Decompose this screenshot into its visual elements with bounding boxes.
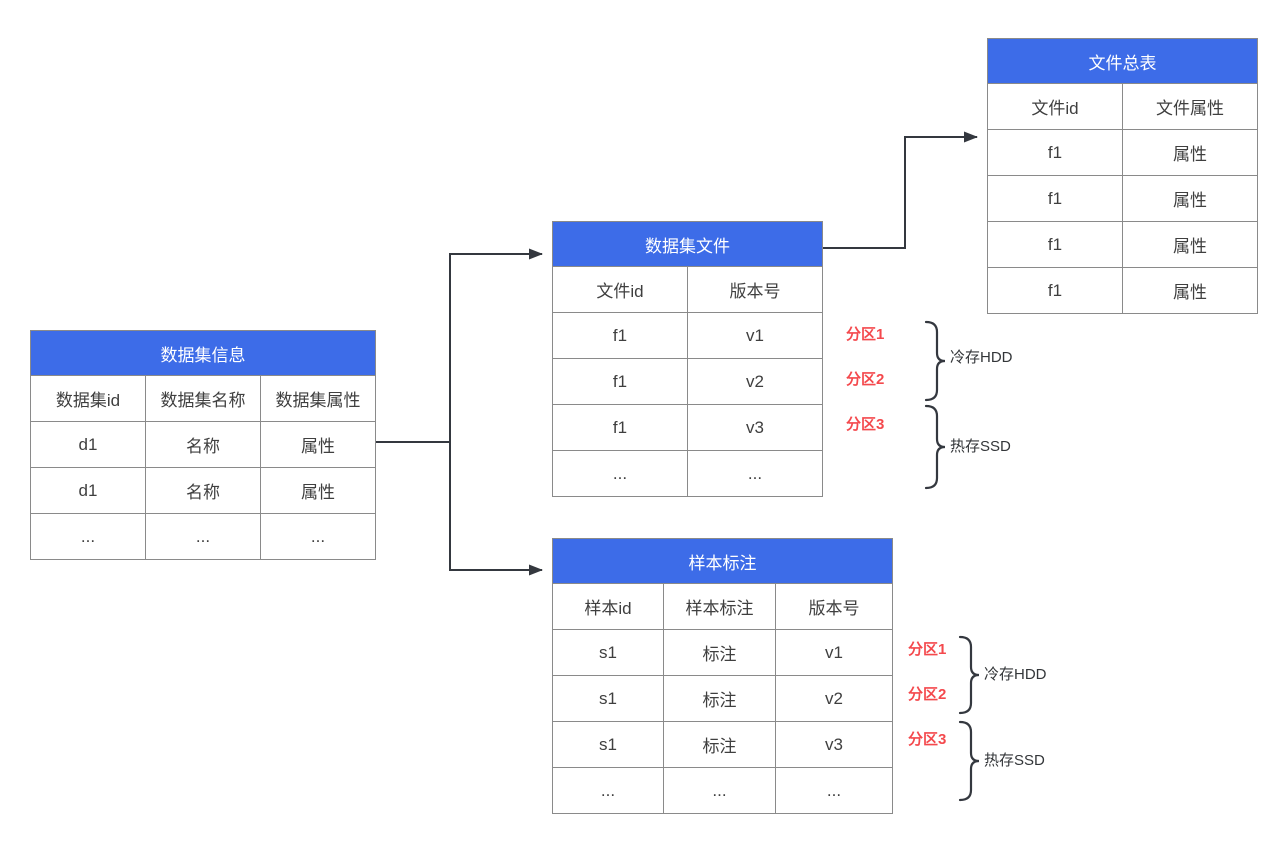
table-row: s1 标注 v3 <box>552 721 893 768</box>
table-row: f1 v2 <box>552 358 823 405</box>
storage-label-files-cold: 冷存HDD <box>950 349 1013 366</box>
table-title: 文件总表 <box>987 38 1258 84</box>
table-cell: 标注 <box>663 721 776 768</box>
table-cell: v2 <box>687 358 823 405</box>
table-row: d1 名称 属性 <box>30 421 377 468</box>
table-cell: 属性 <box>259 421 377 468</box>
table-cell: f1 <box>552 312 688 359</box>
table-cell: ... <box>687 450 823 497</box>
table-title: 数据集信息 <box>29 330 377 376</box>
table-cell: f1 <box>987 129 1123 176</box>
table-cell: 名称 <box>145 421 261 468</box>
table-cell: ... <box>775 767 893 814</box>
table-sample-annotation: 样本标注 样本id 样本标注 版本号 s1 标注 v1 s1 标注 v2 s1 … <box>552 538 893 814</box>
table-file-master: 文件总表 文件id 文件属性 f1 属性 f1 属性 f1 属性 f1 属性 <box>987 38 1258 314</box>
table-title: 数据集文件 <box>552 221 823 267</box>
brace-files-cold <box>924 320 946 402</box>
partition-label-files-2: 分区2 <box>846 371 885 388</box>
table-cell: 标注 <box>663 629 776 676</box>
table-row: ... ... ... <box>552 767 893 814</box>
partition-label-samples-1: 分区1 <box>908 641 947 658</box>
column-header: 版本号 <box>775 583 893 630</box>
table-dataset-info: 数据集信息 数据集id 数据集名称 数据集属性 d1 名称 属性 d1 名称 属… <box>29 330 377 560</box>
table-row: d1 名称 属性 <box>30 467 377 514</box>
storage-label-files-hot: 热存SSD <box>950 438 1011 455</box>
table-row: s1 标注 v1 <box>552 629 893 676</box>
table-cell: ... <box>30 513 146 560</box>
table-cell: f1 <box>987 267 1123 314</box>
table-row: ... ... ... <box>30 513 377 560</box>
table-row: f1 v3 <box>552 404 823 451</box>
brace-samples-cold <box>958 635 980 715</box>
column-header: 数据集属性 <box>259 375 377 422</box>
table-cell: d1 <box>30 421 146 468</box>
table-row: f1 属性 <box>987 221 1258 268</box>
table-cell: f1 <box>987 175 1123 222</box>
table-row: ... ... <box>552 450 823 497</box>
table-cell: s1 <box>552 721 664 768</box>
table-row: f1 属性 <box>987 267 1258 314</box>
table-cell: v1 <box>687 312 823 359</box>
column-header: 样本标注 <box>663 583 776 630</box>
column-header: 样本id <box>552 583 664 630</box>
table-dataset-files: 数据集文件 文件id 版本号 f1 v1 f1 v2 f1 v3 ... ... <box>552 221 823 497</box>
table-title: 样本标注 <box>552 538 893 584</box>
table-cell: f1 <box>552 358 688 405</box>
storage-label-samples-cold: 冷存HDD <box>984 666 1047 683</box>
table-cell: 属性 <box>259 467 377 514</box>
table-cell: s1 <box>552 629 664 676</box>
column-header: 版本号 <box>687 266 823 313</box>
table-cell: 属性 <box>1122 267 1258 314</box>
partition-label-files-1: 分区1 <box>846 326 885 343</box>
table-cell: ... <box>552 767 664 814</box>
table-cell: f1 <box>552 404 688 451</box>
connector-arrow-datasetinfo-to-sampleannotation <box>449 442 543 576</box>
table-cell: d1 <box>30 467 146 514</box>
storage-label-samples-hot: 热存SSD <box>984 752 1045 769</box>
column-header: 数据集id <box>30 375 146 422</box>
partition-label-samples-3: 分区3 <box>908 731 947 748</box>
table-cell: ... <box>663 767 776 814</box>
table-cell: v3 <box>687 404 823 451</box>
table-header-row: 数据集id 数据集名称 数据集属性 <box>30 375 377 422</box>
partition-label-samples-2: 分区2 <box>908 686 947 703</box>
column-header: 文件属性 <box>1122 83 1258 130</box>
table-cell: 名称 <box>145 467 261 514</box>
table-header-row: 文件id 版本号 <box>552 266 823 313</box>
connector-arrow-datasetinfo-to-datasetfiles <box>374 248 543 443</box>
table-header-row: 文件id 文件属性 <box>987 83 1258 130</box>
table-cell: ... <box>552 450 688 497</box>
table-cell: v3 <box>775 721 893 768</box>
table-cell: f1 <box>987 221 1123 268</box>
table-cell: 标注 <box>663 675 776 722</box>
table-cell: 属性 <box>1122 129 1258 176</box>
column-header: 文件id <box>987 83 1123 130</box>
table-cell: v1 <box>775 629 893 676</box>
table-cell: 属性 <box>1122 175 1258 222</box>
column-header: 数据集名称 <box>145 375 261 422</box>
table-header-row: 样本id 样本标注 版本号 <box>552 583 893 630</box>
brace-files-hot <box>924 404 946 490</box>
table-row: s1 标注 v2 <box>552 675 893 722</box>
brace-samples-hot <box>958 720 980 802</box>
connector-arrow-datasetfiles-to-filemaster <box>822 131 978 249</box>
partition-label-files-3: 分区3 <box>846 416 885 433</box>
table-row: f1 属性 <box>987 175 1258 222</box>
table-row: f1 属性 <box>987 129 1258 176</box>
column-header: 文件id <box>552 266 688 313</box>
table-row: f1 v1 <box>552 312 823 359</box>
table-cell: ... <box>145 513 261 560</box>
table-cell: s1 <box>552 675 664 722</box>
table-cell: 属性 <box>1122 221 1258 268</box>
table-cell: ... <box>259 513 377 560</box>
table-cell: v2 <box>775 675 893 722</box>
